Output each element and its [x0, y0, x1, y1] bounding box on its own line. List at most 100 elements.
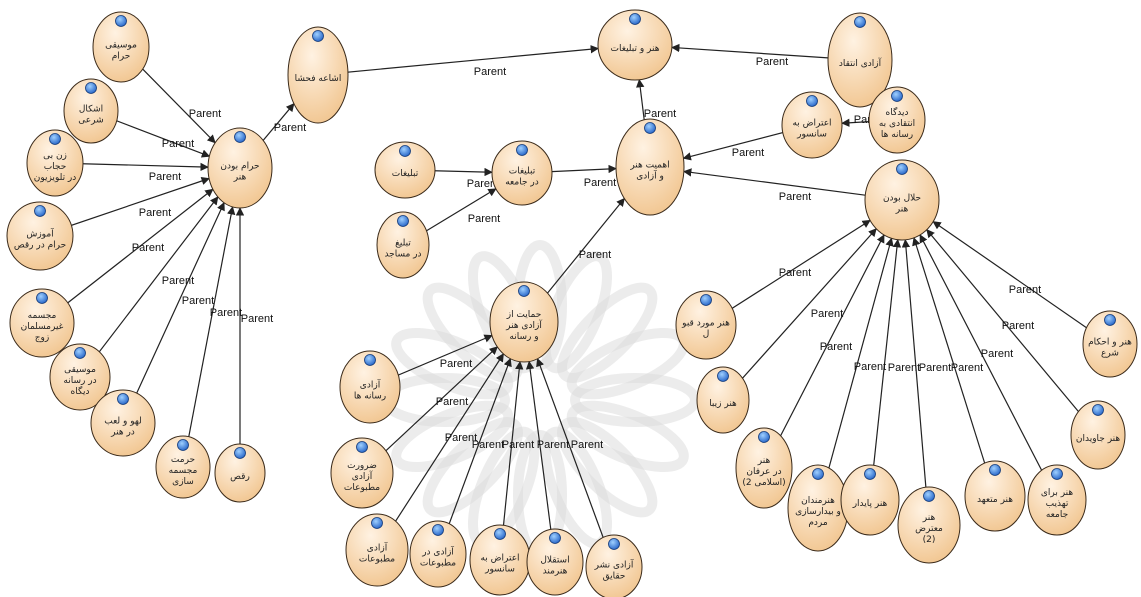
node-ellipse [597, 9, 673, 81]
watermark-petal [391, 327, 514, 400]
edge-azadi_nashr-to-hemayat_azadi [536, 357, 615, 568]
node-label: رسانه ها [354, 392, 386, 402]
node-tablighat[interactable]: تبلیغات [374, 141, 436, 199]
node-marker-icon [397, 215, 409, 227]
node-ellipse [214, 443, 266, 503]
node-label: در هنر [110, 428, 135, 438]
node-azadi_entegad[interactable]: آزادی انتقاد [827, 12, 893, 108]
node-label: و بیدارسازی [795, 507, 841, 517]
edge-label: Parent [467, 178, 499, 190]
node-raghs[interactable]: رقص [214, 443, 266, 503]
node-hunar_motaahed[interactable]: هنر متعهد [964, 460, 1026, 532]
node-ellipse [615, 118, 685, 216]
node-marker-icon [806, 95, 818, 107]
edge-label: Parent [732, 147, 764, 159]
edge-label: Parent [241, 313, 273, 325]
node-ellipse [345, 513, 409, 587]
edge-hunar_javidan-to-halal_budan_hunar [926, 229, 1099, 436]
node-ellipse [330, 437, 394, 509]
node-ellipse [376, 211, 430, 279]
node-label: هنر برای [1041, 488, 1074, 498]
node-ellipse [92, 11, 150, 83]
node-ellipse [1070, 400, 1126, 470]
node-marker-icon [608, 538, 620, 550]
node-label: مطبوعات [359, 555, 395, 565]
node-label: هنر و تبلیغات [611, 44, 660, 54]
node-ellipse [49, 343, 111, 411]
node-label: حرام بودن [220, 162, 259, 172]
node-label: شرعی [78, 116, 103, 126]
node-hunar_va_tablighat[interactable]: هنر و تبلیغات [597, 9, 673, 81]
node-label: سازی [172, 477, 194, 487]
node-ellipse [339, 350, 401, 424]
node-label: اعتراض به [480, 554, 519, 564]
node-hunar_javidan[interactable]: هنر جاویدان [1070, 400, 1126, 470]
node-label: غیرمسلمان [21, 322, 64, 332]
node-label: در جامعه [505, 178, 539, 188]
node-label: دیدگاه [886, 106, 909, 118]
edge-label: Parent [132, 242, 164, 254]
node-label: هنر [757, 456, 771, 466]
node-label: شرع [1101, 349, 1119, 359]
edge-hormat_mojasame-to-haram_budan_hunar [182, 206, 236, 468]
edge-label: Parent [162, 275, 194, 287]
node-label: هنر متعهد [977, 495, 1013, 505]
node-label: هنر مورد قبو [681, 319, 730, 329]
watermark-petal [422, 416, 524, 518]
node-marker-icon [989, 464, 1001, 476]
node-label: (2) [923, 535, 936, 545]
edge-label: Parent [274, 122, 306, 134]
node-hunar_ziba[interactable]: هنر زیبا [696, 366, 750, 434]
edge-label: Parent [472, 439, 504, 451]
node-label: هنرمند [543, 567, 568, 577]
edge-label: Parent [149, 171, 181, 183]
node-label: ضرورت [347, 461, 377, 471]
node-ellipse [827, 12, 893, 108]
node-ellipse [207, 127, 273, 209]
node-label: (اسلامی 2) [742, 478, 785, 488]
watermark-petal [391, 400, 514, 473]
node-marker-icon [234, 447, 246, 459]
edge-label: Parent [440, 358, 472, 370]
node-label: آزادی نشر [594, 559, 634, 571]
node-ellipse [63, 78, 119, 144]
node-hunar_payedar[interactable]: هنر پایدار [840, 464, 900, 536]
node-ellipse [675, 290, 737, 360]
node-ellipse [26, 129, 84, 197]
node-esha_e_fahsha[interactable]: اشاعه فحشا [287, 26, 349, 124]
edge-label: Parent [445, 432, 477, 444]
node-label: اعتراض به [792, 119, 831, 129]
node-marker-icon [494, 528, 506, 540]
edge-label: Parent [436, 396, 468, 408]
node-label: حقایق [603, 572, 626, 582]
